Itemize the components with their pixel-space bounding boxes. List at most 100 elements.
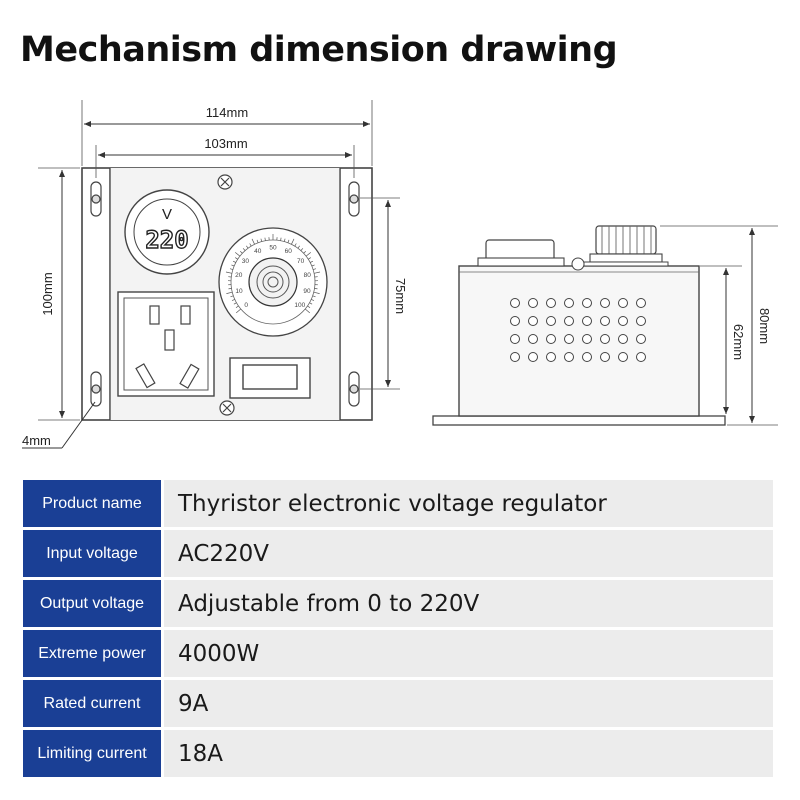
spec-label-output-voltage: Output voltage	[23, 580, 161, 627]
page-title: Mechanism dimension drawing	[20, 30, 618, 70]
dim-mount-spacing: 75mm	[393, 278, 408, 314]
dial-tick-label: 70	[297, 258, 305, 265]
table-row: Rated current 9A	[23, 680, 773, 727]
spec-value-rated-current: 9A	[164, 680, 773, 727]
dial-tick-label: 100	[294, 302, 305, 309]
vent-hole	[564, 352, 574, 362]
dim-inner-width: 103mm	[204, 136, 247, 151]
dial-tick-mark	[291, 238, 295, 245]
side-knob	[583, 225, 669, 267]
dial-tick-label: 60	[285, 248, 293, 255]
spec-value-output-voltage: Adjustable from 0 to 220V	[164, 580, 773, 627]
vent-hole	[510, 334, 520, 344]
ventilation-holes	[510, 298, 646, 362]
dial-tick-mark	[314, 288, 318, 290]
side-body	[458, 265, 700, 417]
spec-label-extreme-power: Extreme power	[23, 630, 161, 677]
table-row: Input voltage AC220V	[23, 530, 773, 577]
dial-tick-label: 40	[254, 248, 262, 255]
spec-label-rated-current: Rated current	[23, 680, 161, 727]
dial-tick-mark	[312, 295, 316, 298]
dial-tick-mark	[311, 299, 315, 301]
dial-tick-mark	[226, 291, 233, 294]
voltmeter-reading: 220	[145, 226, 188, 254]
vent-hole	[528, 316, 538, 326]
dial-tick-mark	[256, 239, 259, 243]
dial-tick-label: 10	[235, 288, 243, 295]
dim-depth-body: 62mm	[731, 324, 746, 360]
dial-tick-mark	[310, 260, 314, 263]
vent-hole	[600, 316, 610, 326]
dial-tick-mark	[228, 288, 232, 290]
vent-hole	[564, 334, 574, 344]
vent-hole	[528, 298, 538, 308]
table-row: Limiting current 18A	[23, 730, 773, 777]
vent-hole	[510, 298, 520, 308]
vent-hole	[546, 316, 556, 326]
spec-value-limiting-current: 18A	[164, 730, 773, 777]
dial-tick-mark	[225, 271, 232, 274]
rocker-switch	[229, 357, 311, 399]
vent-hole	[582, 334, 592, 344]
dial-tick-mark	[283, 238, 286, 242]
dial-tick-mark	[229, 268, 234, 270]
table-row: Product name Thyristor electronic voltag…	[23, 480, 773, 527]
vent-hole	[528, 352, 538, 362]
dial-tick-mark	[264, 237, 266, 241]
spec-table: Product name Thyristor electronic voltag…	[23, 477, 773, 780]
dial-tick-mark	[280, 237, 282, 241]
vent-hole	[528, 334, 538, 344]
dial-tick-mark	[313, 291, 320, 294]
side-view: 80mm 62mm	[432, 225, 778, 426]
dial-tick-mark	[231, 264, 235, 267]
dim-hole: 4mm	[22, 433, 51, 448]
dial-tick-mark	[308, 257, 311, 260]
voltmeter-unit: V	[162, 206, 172, 223]
dim-depth-total: 80mm	[757, 308, 772, 344]
screw-bottom	[219, 400, 235, 416]
vent-hole	[618, 334, 628, 344]
dial-tick-mark	[235, 305, 239, 308]
dial-tick-mark	[249, 243, 252, 247]
dial-tick-mark	[314, 271, 321, 274]
dial-tick-label: 50	[269, 245, 277, 252]
vent-hole	[600, 298, 610, 308]
dial-tick-mark	[239, 250, 243, 254]
vent-hole	[636, 316, 646, 326]
dial-tick-label: 80	[304, 272, 312, 279]
keyhole-slot-top-right	[348, 181, 360, 217]
vent-hole	[510, 352, 520, 362]
spec-label-limiting-current: Limiting current	[23, 730, 161, 777]
vent-hole	[600, 352, 610, 362]
dial-tick-mark	[233, 302, 237, 305]
vent-hole	[618, 316, 628, 326]
vent-hole	[582, 316, 592, 326]
dial-tick-mark	[232, 260, 236, 263]
vent-hole	[546, 334, 556, 344]
vent-hole	[546, 298, 556, 308]
table-row: Output voltage Adjustable from 0 to 220V	[23, 580, 773, 627]
dial-tick-label: 30	[242, 258, 250, 265]
vent-hole	[636, 298, 646, 308]
dial-tick-mark	[235, 257, 238, 260]
dial-tick-label: 20	[235, 272, 243, 279]
screw-top	[217, 174, 233, 190]
dial-tick-mark	[312, 268, 317, 270]
table-row: Extreme power 4000W	[23, 630, 773, 677]
vent-hole	[510, 316, 520, 326]
dim-overall-width: 114mm	[206, 105, 248, 120]
spec-label-input-voltage: Input voltage	[23, 530, 161, 577]
dial-tick-mark	[260, 238, 263, 242]
vent-hole	[618, 298, 628, 308]
dial-tick-mark	[309, 302, 313, 305]
vent-hole	[546, 352, 556, 362]
dial-tick-mark	[251, 238, 255, 245]
dial-tick-mark	[311, 264, 315, 267]
vent-hole	[582, 298, 592, 308]
vent-hole	[618, 352, 628, 362]
vent-hole	[582, 352, 592, 362]
vent-hole	[636, 352, 646, 362]
dial-tick-label: 90	[303, 288, 311, 295]
